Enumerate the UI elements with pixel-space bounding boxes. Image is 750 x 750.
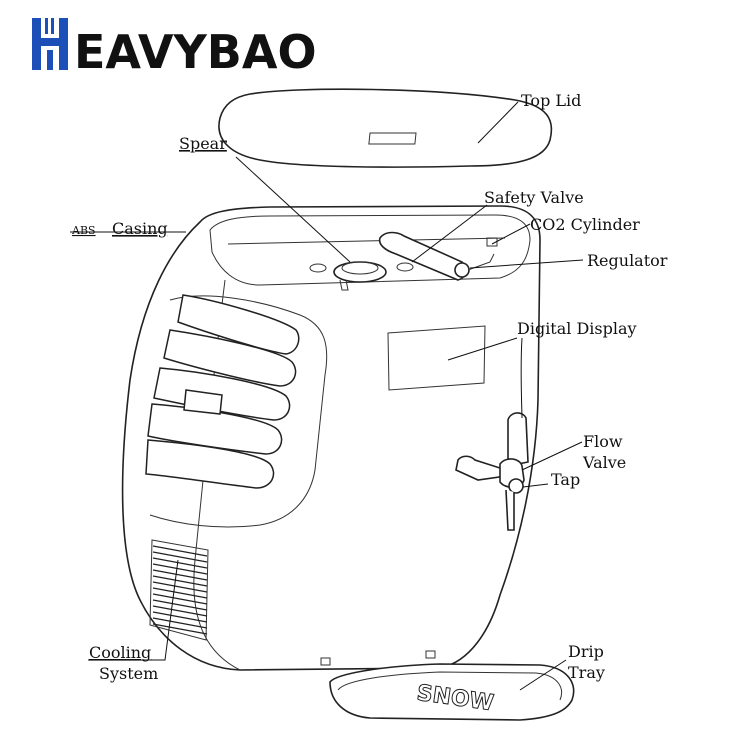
tap-assembly [455,412,529,531]
brand-name: EAVYBAO [74,25,317,79]
label-flow: Flow [583,432,623,451]
label-system: System [99,664,158,683]
cooling-grille [149,539,209,641]
leader-lines [70,101,584,691]
label-top-lid: Top Lid [521,91,581,110]
part-labels: Top Lid Spear Safety Valve CO2 Cylinder … [71,91,668,683]
internal-parts [309,231,498,291]
label-tray: Tray [568,663,605,682]
label-safety-valve: Safety Valve [484,188,584,207]
digital-display [387,325,486,391]
label-valve: Valve [582,453,626,472]
brand-logo: EAVYBAO [32,18,317,79]
abs-casing [121,205,541,671]
label-co2-cylinder: CO2 Cylinder [530,215,640,234]
label-drip: Drip [568,642,604,661]
label-spear: Spear [179,134,227,153]
side-vents [145,294,300,489]
regulator [454,262,470,278]
drip-tray: SNOW [329,663,575,721]
spear-head [333,261,387,283]
label-digital-display: Digital Display [517,319,637,338]
label-tap: Tap [551,470,580,489]
label-regulator: Regulator [587,251,668,270]
label-casing: Casing [112,219,168,238]
label-abs: ABS [71,224,96,237]
label-cooling: Cooling [89,643,151,662]
top-lid [218,88,553,168]
logo-h-icon [32,18,68,70]
